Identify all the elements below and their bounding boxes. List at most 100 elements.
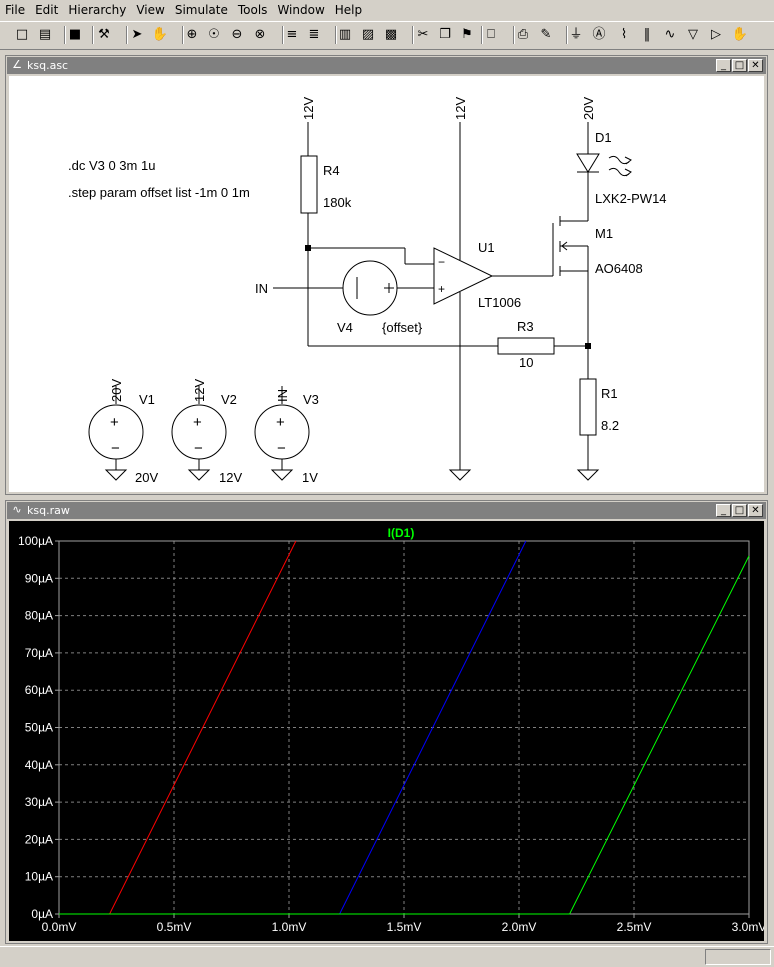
schematic-svg: .dc V3 0 3m 1u .step param offset list -… xyxy=(68,97,667,485)
toolbar-separator xyxy=(335,26,337,44)
inductor-icon[interactable]: ∿ xyxy=(664,27,676,42)
close-button[interactable]: ✕ xyxy=(748,59,763,72)
v4-name: V4 xyxy=(337,320,353,335)
m1-value: AO6408 xyxy=(595,261,643,276)
draw-wire-icon[interactable]: ✎ xyxy=(540,27,552,42)
run-icon[interactable]: ➤ xyxy=(131,27,143,42)
tile-horizontally-icon[interactable]: ▥ xyxy=(338,27,352,42)
move-icon[interactable]: ✋ xyxy=(731,27,749,42)
toolbar-separator xyxy=(566,26,568,44)
x-tick-label: 2.0mV xyxy=(502,920,537,934)
minimize-button[interactable]: _ xyxy=(716,59,731,72)
v1-minus: − xyxy=(111,440,120,457)
zoom-in-icon[interactable]: ⊕ xyxy=(186,27,198,42)
plot-title: ksq.raw xyxy=(27,504,70,517)
schematic-text: .dc V3 0 3m 1u .step param offset list -… xyxy=(68,97,667,485)
r1-value: 8.2 xyxy=(601,418,619,433)
d1-value: LXK2-PW14 xyxy=(595,191,667,206)
y-tick-label: 70µA xyxy=(25,646,53,660)
y-tick-label: 90µA xyxy=(25,571,53,585)
schematic-title: ksq.asc xyxy=(27,59,69,72)
diode-icon[interactable]: ▽ xyxy=(688,27,698,42)
zoom-pan-icon[interactable]: ☉ xyxy=(208,27,220,42)
y-tick-label: 40µA xyxy=(25,758,53,772)
v2-plus: + xyxy=(193,414,202,431)
resistor-icon[interactable]: ⌇ xyxy=(620,27,628,42)
find-icon[interactable]: ⚑ xyxy=(461,27,473,42)
capacitor-icon[interactable]: ‖ xyxy=(643,27,651,42)
directive-dc: .dc V3 0 3m 1u xyxy=(68,158,155,173)
menu-hierarchy[interactable]: Hierarchy xyxy=(68,3,127,17)
y-tick-label: 50µA xyxy=(25,721,53,735)
new-schematic-icon[interactable]: □ xyxy=(15,27,29,42)
schematic-canvas[interactable]: .dc V3 0 3m 1u .step param offset list -… xyxy=(9,76,764,492)
menu-view[interactable]: View xyxy=(136,3,165,17)
trace-label[interactable]: I(D1) xyxy=(388,526,415,540)
x-tick-label: 1.0mV xyxy=(272,920,307,934)
menu-edit[interactable]: Edit xyxy=(35,3,59,17)
toolbar-separator xyxy=(64,26,66,44)
label-net-icon[interactable]: Ⓐ xyxy=(592,27,606,42)
u1-name: U1 xyxy=(478,240,495,255)
u1-body xyxy=(433,247,494,305)
maximize-button[interactable]: □ xyxy=(732,504,747,517)
halt-icon[interactable]: ✋ xyxy=(151,27,169,42)
x-tick-label: 1.5mV xyxy=(387,920,422,934)
save-icon[interactable]: ■ xyxy=(68,27,82,42)
v1-plus: + xyxy=(110,414,119,431)
toolbar: □ ▤ ■ ⚒ ➤ ✋ ⊕ ☉ ⊖ ⊗ ≡ ≣ ▥ ▨ ▩ ✂ ❐ ⚑ ⎕ ⎙ ✎ ⏚ Ⓐ ⌇ ‖ ∿ ▽ ▷ ✋ xyxy=(0,21,774,50)
trace-line-1 xyxy=(59,540,297,915)
print-setup-icon[interactable]: ⎕ xyxy=(487,27,495,42)
schematic-doc-icon: ∠ xyxy=(12,58,22,71)
menu-file[interactable]: File xyxy=(5,3,26,17)
y-tick-label: 0µA xyxy=(31,907,53,921)
menu-bar: File Edit Hierarchy View Simulate Tools Window… xyxy=(0,0,774,20)
menu-tools[interactable]: Tools xyxy=(237,3,268,17)
d1-name: D1 xyxy=(595,130,612,145)
y-tick-label: 60µA xyxy=(25,683,53,697)
close-button[interactable]: ✕ xyxy=(748,504,763,517)
maximize-button[interactable]: □ xyxy=(732,59,747,72)
control-panel-icon[interactable]: ⚒ xyxy=(98,27,110,42)
open-icon[interactable]: ▤ xyxy=(38,27,52,42)
schematic-window: ∠ ksq.asc _ □ ✕ xyxy=(5,55,768,495)
component-icon[interactable]: ▷ xyxy=(711,27,721,42)
toolbar-separator xyxy=(282,26,284,44)
x-tick-label: 3.0mV xyxy=(732,920,764,934)
menu-window[interactable]: Window xyxy=(277,3,325,17)
waveform-doc-icon: ∿ xyxy=(12,503,22,516)
cascade-icon[interactable]: ▨ xyxy=(361,27,375,42)
v1-value: 20V xyxy=(135,470,158,485)
autoscale-icon[interactable]: ≡ xyxy=(286,27,298,42)
menu-simulate[interactable]: Simulate xyxy=(174,3,228,17)
v3-value: 1V xyxy=(302,470,318,485)
zoom-out-icon[interactable]: ⊖ xyxy=(231,27,243,42)
print-icon[interactable]: ⎙ xyxy=(517,27,529,42)
menu-help[interactable]: Help xyxy=(334,3,363,17)
u1-value: LT1006 xyxy=(478,295,521,310)
zoom-cancel-icon[interactable]: ⊗ xyxy=(254,27,266,42)
schematic-titlebar: ∠ ksq.asc _ □ ✕ xyxy=(7,57,766,74)
v3-plus: + xyxy=(276,414,285,431)
m1-name: M1 xyxy=(595,226,613,241)
in-label: IN xyxy=(255,281,268,296)
r4-value: 180k xyxy=(323,195,352,210)
r4-name: R4 xyxy=(323,163,340,178)
pick-visible-traces-icon[interactable]: ≣ xyxy=(308,27,320,42)
cut-icon[interactable]: ✂ xyxy=(417,27,429,42)
v1-net: 20V xyxy=(109,379,124,402)
trace-line-3 xyxy=(59,555,750,915)
y-tick-label: 30µA xyxy=(25,795,53,809)
y-tick-label: 10µA xyxy=(25,870,53,884)
copy-icon[interactable]: ❐ xyxy=(439,27,451,42)
wires xyxy=(88,122,632,481)
close-windows-icon[interactable]: ▩ xyxy=(384,27,398,42)
minimize-button[interactable]: _ xyxy=(716,504,731,517)
y-tick-label: 80µA xyxy=(25,609,53,623)
ground-icon[interactable]: ⏚ xyxy=(569,27,583,42)
v2-minus: − xyxy=(194,440,203,457)
y-tick-label: 100µA xyxy=(18,534,53,548)
x-tick-label: 2.5mV xyxy=(617,920,652,934)
